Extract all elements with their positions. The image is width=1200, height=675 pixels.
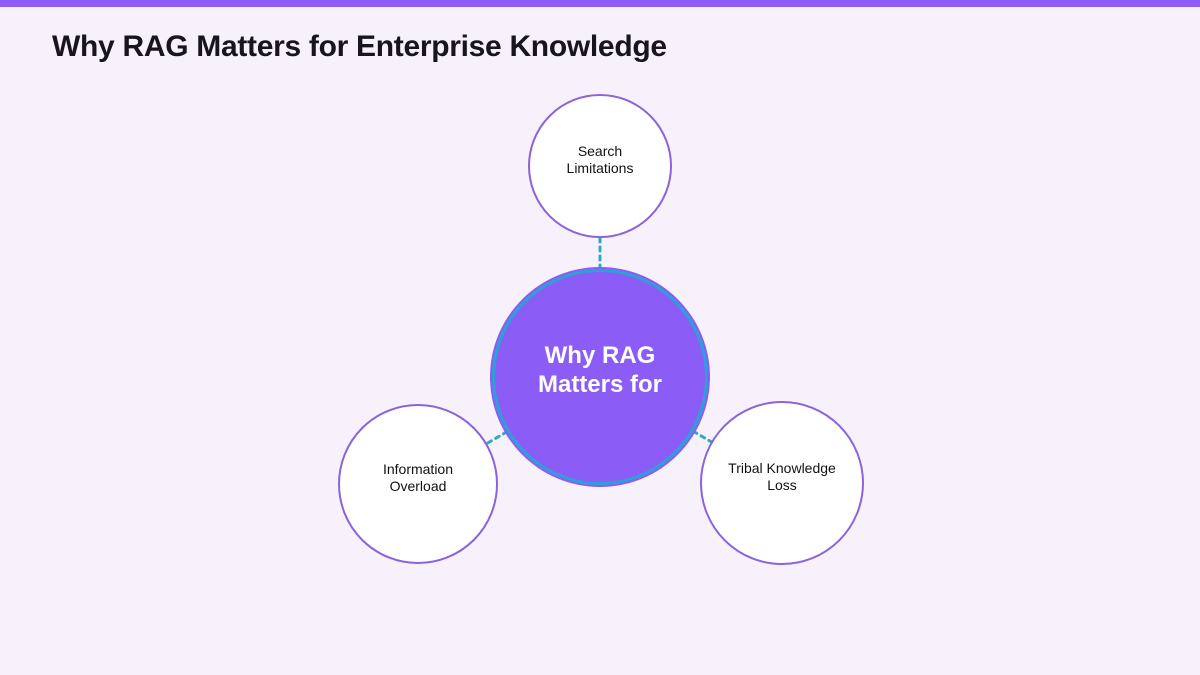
- node-search-limitations: Search Limitations: [528, 94, 672, 238]
- node-search-limitations-label: Search Limitations: [566, 142, 634, 177]
- node-tribal-knowledge-loss: Tribal Knowledge Loss: [700, 401, 864, 565]
- node-information-overload: Information Overload: [338, 404, 498, 564]
- top-accent-bar: [0, 0, 1200, 7]
- node-tribal-knowledge-loss-label: Tribal Knowledge Loss: [728, 459, 836, 494]
- node-information-overload-label: Information Overload: [382, 460, 454, 495]
- node-center-why-rag: Why RAG Matters for: [492, 269, 708, 485]
- page-title: Why RAG Matters for Enterprise Knowledge: [52, 30, 667, 63]
- node-center-label: Why RAG Matters for: [537, 341, 663, 398]
